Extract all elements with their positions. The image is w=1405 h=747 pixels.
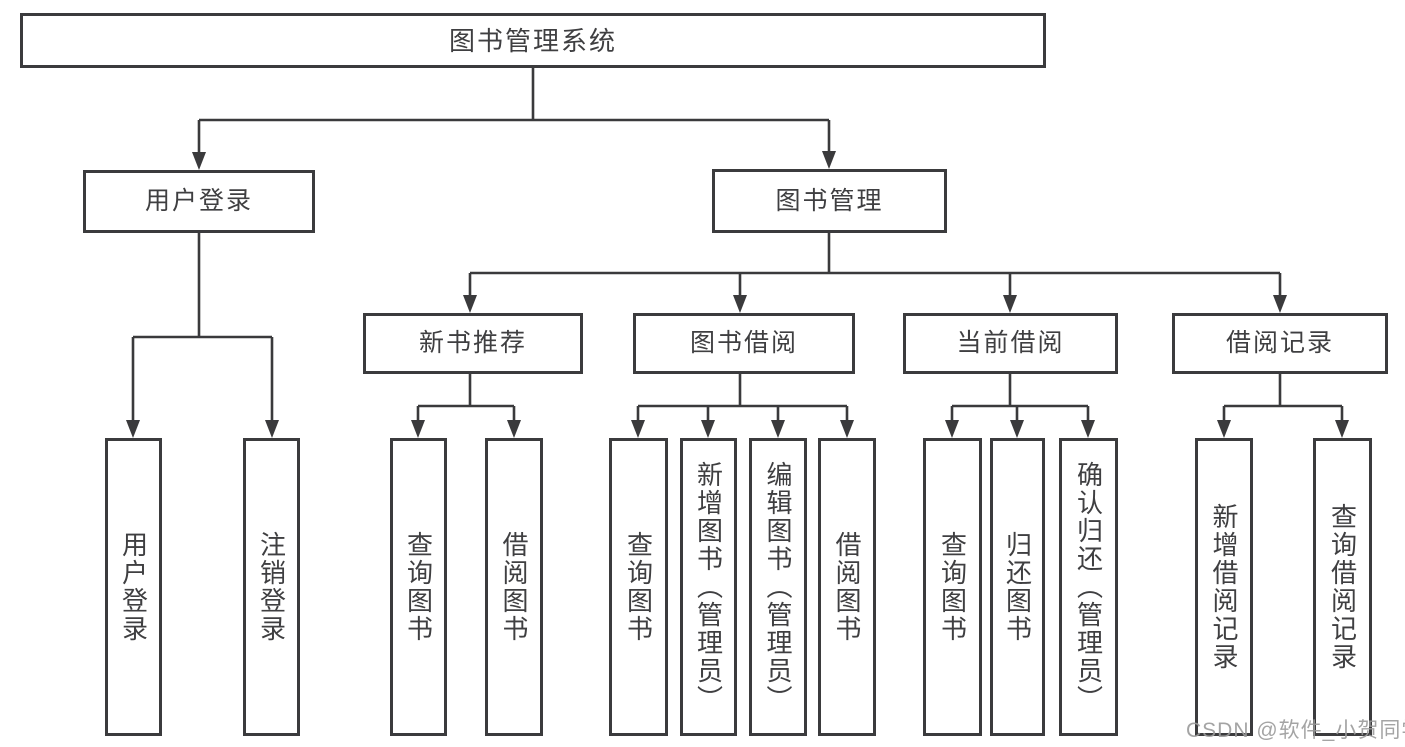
node-label: 当前借阅 <box>956 329 1065 357</box>
leaf-query-borrow-record: 查询借阅记录 <box>1313 438 1372 736</box>
node-label: 借阅图书 <box>499 531 529 643</box>
arrowhead <box>265 420 279 438</box>
node-label: 编辑图书（管理员） <box>763 461 793 713</box>
node-label: 查询图书 <box>623 531 654 643</box>
node-current-borrow: 当前借阅 <box>903 313 1118 374</box>
leaf-add-book-admin: 新增图书（管理员） <box>680 438 737 736</box>
leaf-borrow-books: 借阅图书 <box>818 438 876 736</box>
node-book-management: 图书管理 <box>712 169 947 233</box>
arrowhead <box>1003 295 1017 313</box>
node-label: 用户登录 <box>144 187 253 215</box>
arrowhead <box>1217 420 1231 438</box>
arrowhead <box>463 295 477 313</box>
node-label: 注销登录 <box>256 531 287 643</box>
leaf-confirm-return-admin: 确认归还（管理员） <box>1059 438 1118 736</box>
node-label: 借阅图书 <box>832 531 862 643</box>
arrowhead <box>411 420 425 438</box>
node-library-management-system: 图书管理系统 <box>20 13 1046 68</box>
node-label: 借阅记录 <box>1225 329 1334 357</box>
node-label: 查询图书 <box>403 531 434 643</box>
node-label: 查询图书 <box>937 531 968 643</box>
arrowhead <box>192 152 206 170</box>
leaf-query-books-current: 查询图书 <box>923 438 982 736</box>
leaf-logout: 注销登录 <box>243 438 300 736</box>
arrowhead <box>840 420 854 438</box>
arrowhead <box>126 420 140 438</box>
leaf-edit-book-admin: 编辑图书（管理员） <box>749 438 807 736</box>
node-label: 图书管理 <box>775 186 884 215</box>
arrowhead <box>733 295 747 313</box>
arrowhead <box>507 420 521 438</box>
node-label: 用户登录 <box>118 531 149 643</box>
arrowhead <box>1273 295 1287 313</box>
leaf-user-login: 用户登录 <box>105 438 162 736</box>
arrowhead <box>822 151 836 169</box>
node-label: 新增图书（管理员） <box>693 461 724 713</box>
node-label: 新增借阅记录 <box>1209 503 1239 671</box>
node-label: 查询借阅记录 <box>1327 503 1358 671</box>
arrowhead <box>1010 420 1024 438</box>
node-label: 图书管理系统 <box>448 25 617 56</box>
leaf-borrow-books-recommend: 借阅图书 <box>485 438 543 736</box>
node-label: 新书推荐 <box>418 329 527 357</box>
arrowhead <box>1335 420 1349 438</box>
csdn-watermark: CSDN @软件_小贺同学 <box>1186 719 1405 742</box>
node-book-borrow: 图书借阅 <box>633 313 855 374</box>
arrowhead <box>771 420 785 438</box>
leaf-query-books-recommend: 查询图书 <box>390 438 447 736</box>
node-borrow-records: 借阅记录 <box>1172 313 1388 374</box>
node-label: 归还图书 <box>1002 531 1033 643</box>
node-new-book-recommend: 新书推荐 <box>363 313 583 374</box>
arrowhead <box>701 420 715 438</box>
arrowhead <box>1081 420 1095 438</box>
node-user-login: 用户登录 <box>83 170 315 233</box>
node-label: 图书借阅 <box>689 329 798 357</box>
leaf-add-borrow-record: 新增借阅记录 <box>1195 438 1253 736</box>
arrowhead <box>945 420 959 438</box>
node-label: 确认归还（管理员） <box>1073 461 1104 713</box>
arrowhead <box>631 420 645 438</box>
leaf-return-books: 归还图书 <box>990 438 1045 736</box>
leaf-query-books-borrow: 查询图书 <box>609 438 668 736</box>
